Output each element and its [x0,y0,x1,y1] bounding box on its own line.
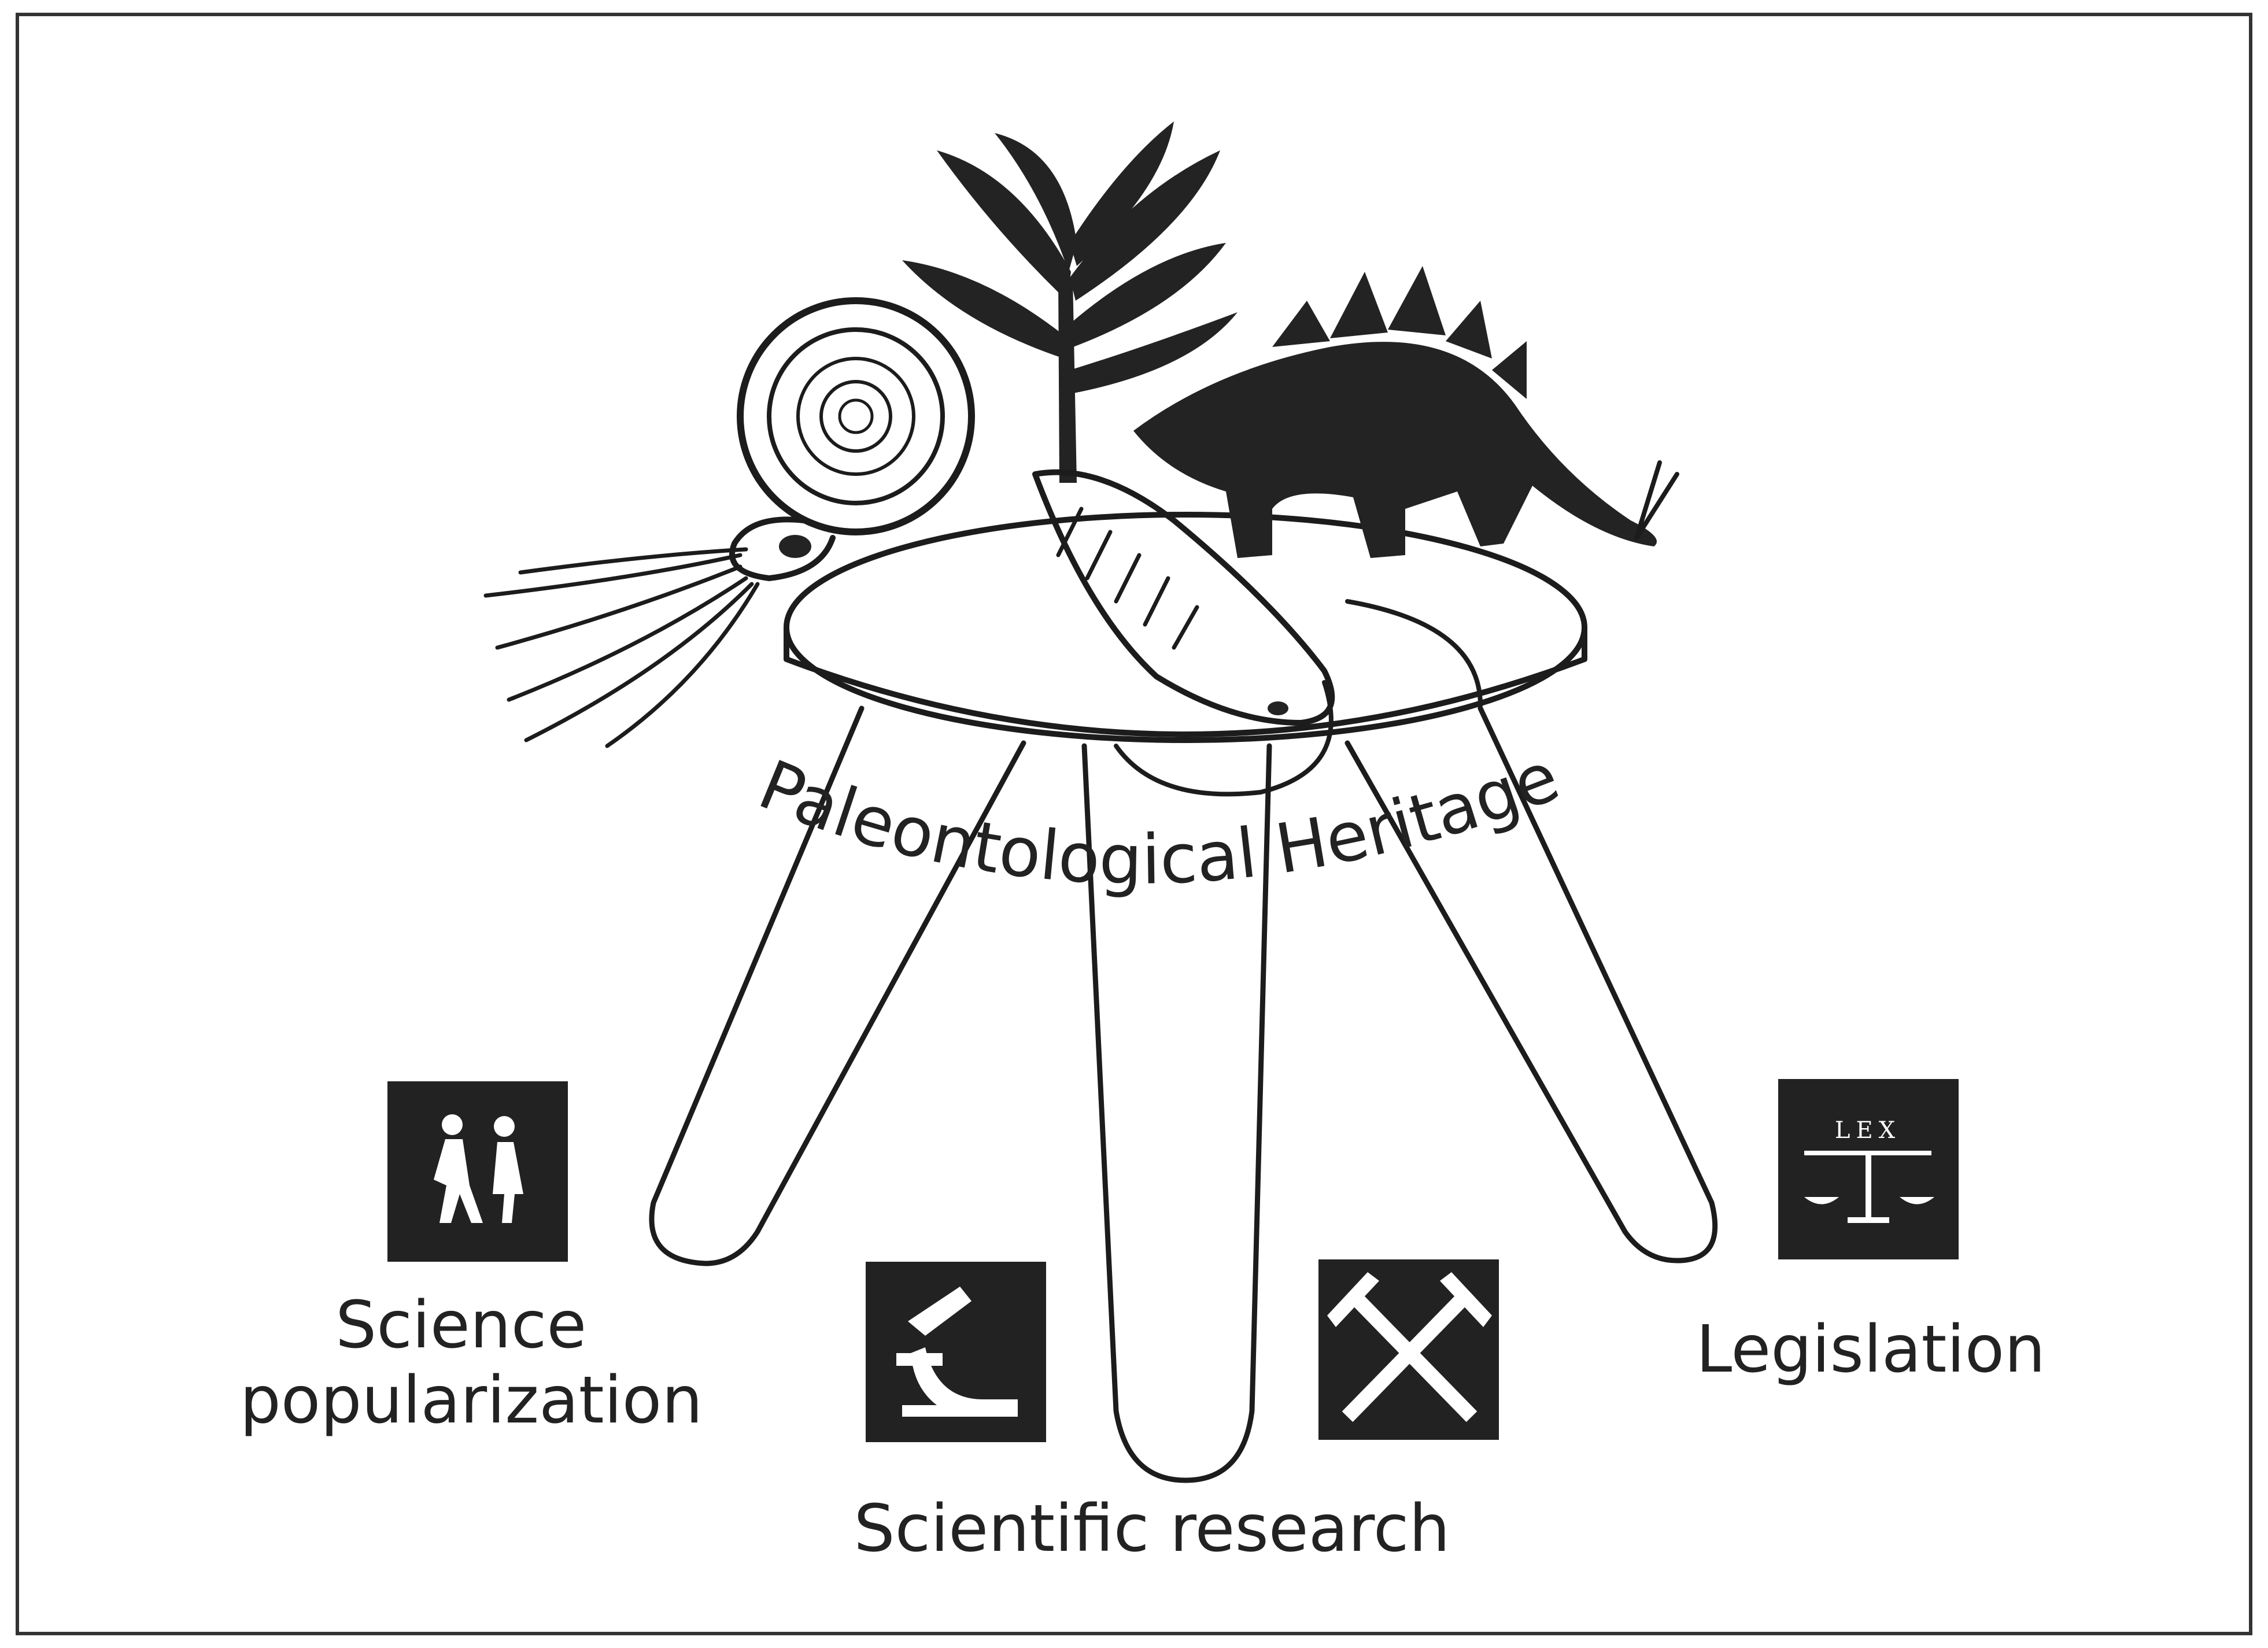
label-legislation: Legislation [1696,1312,2045,1387]
crossed-hammers-icon [1318,1259,1499,1440]
stool [652,515,1715,1480]
microscope-icon [866,1262,1046,1442]
hikers-icon [387,1081,568,1262]
label-scientific-research: Scientific research [854,1491,1450,1566]
lex-text: LEX [1835,1117,1901,1144]
scales-of-justice-icon: LEX [1778,1079,1959,1259]
diagram-title: Paleontological Heritage [748,736,1569,900]
ammonite [486,301,972,746]
stool-seat-rim [786,627,1584,734]
label-science-popularization: Science popularization [240,1288,703,1438]
